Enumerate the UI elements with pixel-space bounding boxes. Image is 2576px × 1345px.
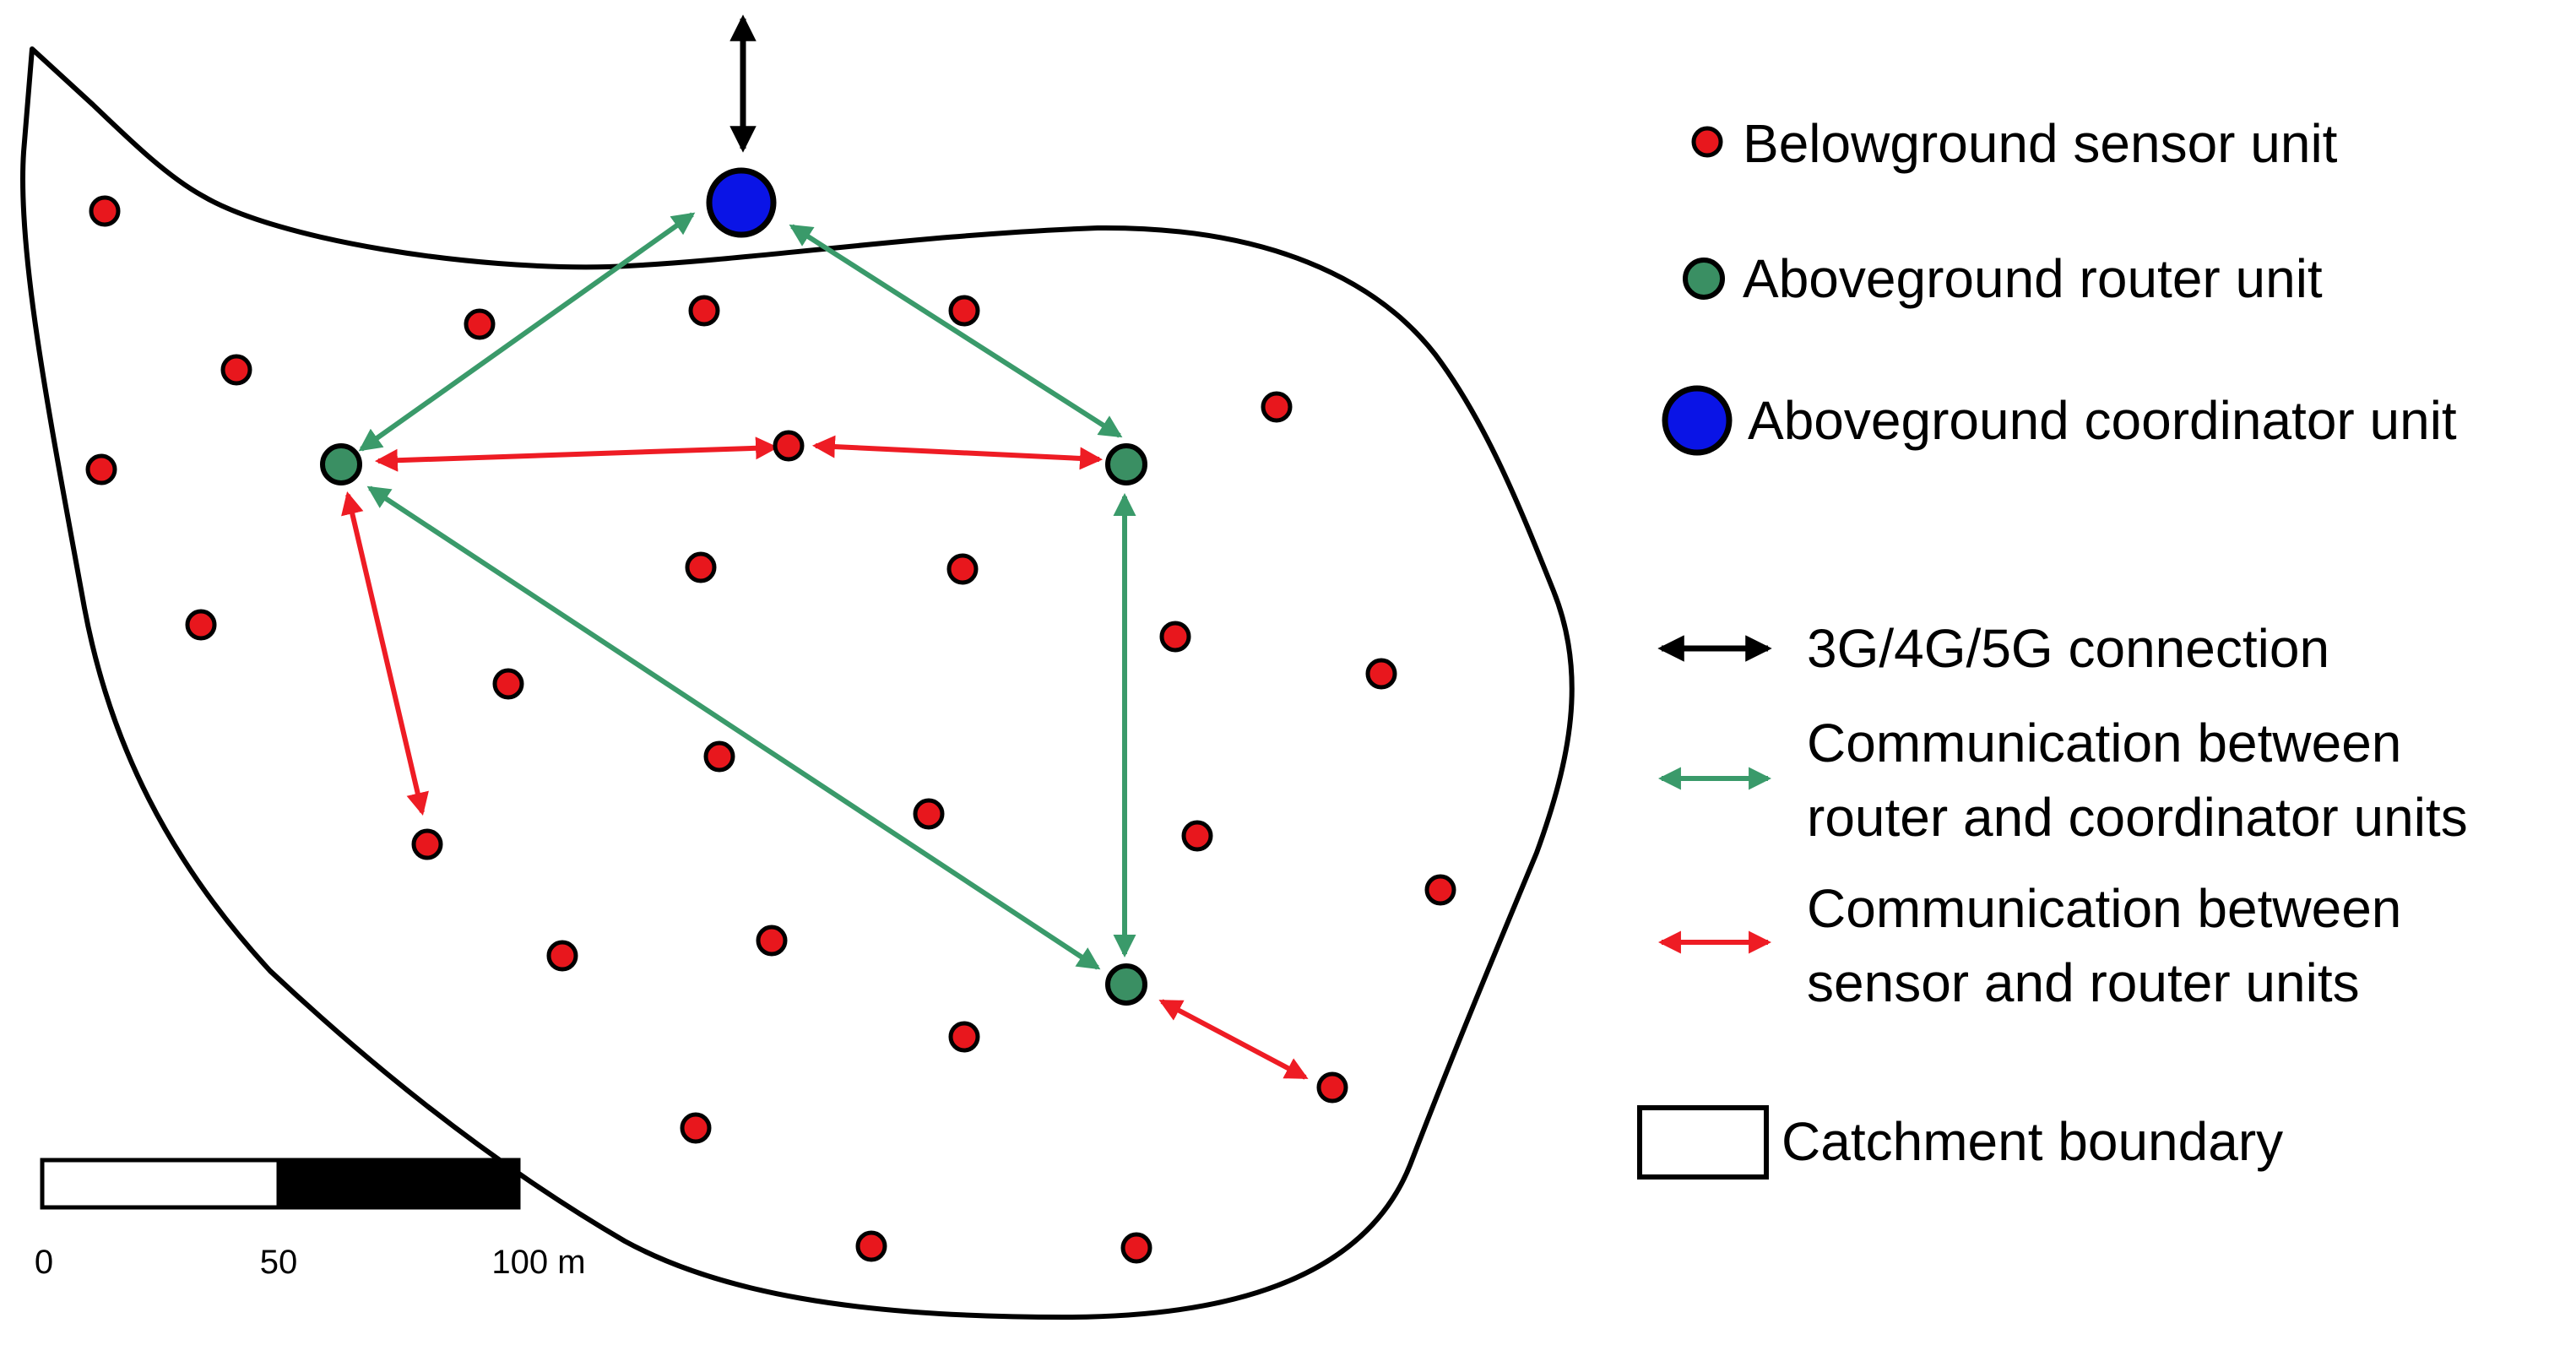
legend-boundary-label: Catchment boundary [1782,1111,2283,1172]
scale-bar-white-segment [40,1158,281,1210]
sensor-unit [89,195,121,227]
sensor-unit [546,940,578,972]
sensor-unit [680,1112,712,1144]
legend-router-coordinator-label-line2: router and coordinator units [1807,787,2468,848]
legend-sensor-symbol [1691,126,1723,158]
router-unit [1105,443,1147,485]
legend-router-coordinator-label-line1: Communication between [1807,713,2401,773]
legend-sensor-router-label-line1: Communication between [1807,878,2401,939]
sensor-unit [1120,1232,1152,1264]
sensor-unit [464,308,496,340]
sensor-unit [773,430,805,462]
legend: Belowground sensor unit Aboveground rout… [1637,113,2468,1180]
sensor-unit [688,295,720,327]
sensor-unit [85,453,117,485]
sensor-unit [185,609,217,641]
router-unit [1105,963,1147,1006]
sensor-unit [1424,874,1456,906]
coordinator-unit [706,167,777,238]
sensor-router-link [341,491,429,816]
sensor-unit [1181,820,1213,852]
sensor-unit [1159,621,1191,653]
router-coordinator-link [789,224,1123,438]
legend-boundary-symbol [1637,1105,1769,1180]
router-units [320,443,1147,1006]
scale-bar: 0 50 100 m [35,1158,586,1281]
sensor-unit [1261,391,1293,423]
sensor-unit [685,551,717,583]
sensor-unit [1316,1071,1348,1104]
legend-sensor-label: Belowground sensor unit [1743,113,2338,174]
sensor-unit [913,798,945,830]
scale-label-0: 0 [35,1244,53,1281]
scale-label-50: 50 [260,1244,298,1281]
sensor-unit [946,553,979,585]
sensor-unit [756,925,788,957]
scale-bar-black-segment [276,1158,521,1210]
legend-sensor-router-label-line2: sensor and router units [1807,952,2360,1013]
router-coordinator-link [358,212,696,452]
sensor-units [85,195,1456,1264]
legend-cellular-label: 3G/4G/5G connection [1807,618,2329,679]
legend-coordinator-symbol [1662,385,1733,456]
router-unit [320,443,362,485]
scale-label-100: 100 m [491,1244,585,1281]
sensor-unit [492,668,524,700]
sensor-unit [1365,658,1397,690]
sensor-unit [703,740,735,773]
router-coordinator-link [366,485,1101,970]
sensor-unit [948,1021,980,1053]
legend-router-symbol [1683,258,1725,300]
sensor-unit [220,354,252,386]
sensor-unit [855,1230,887,1262]
sensor-router-link [1158,999,1309,1080]
sensor-unit [411,828,443,860]
legend-router-label: Aboveground router unit [1743,248,2323,309]
sensor-router-link [374,437,779,472]
catchment-boundary [19,46,1575,1320]
sensor-router-link [811,435,1104,470]
sensor-unit [948,295,980,327]
legend-coordinator-label: Aboveground coordinator unit [1748,390,2457,451]
